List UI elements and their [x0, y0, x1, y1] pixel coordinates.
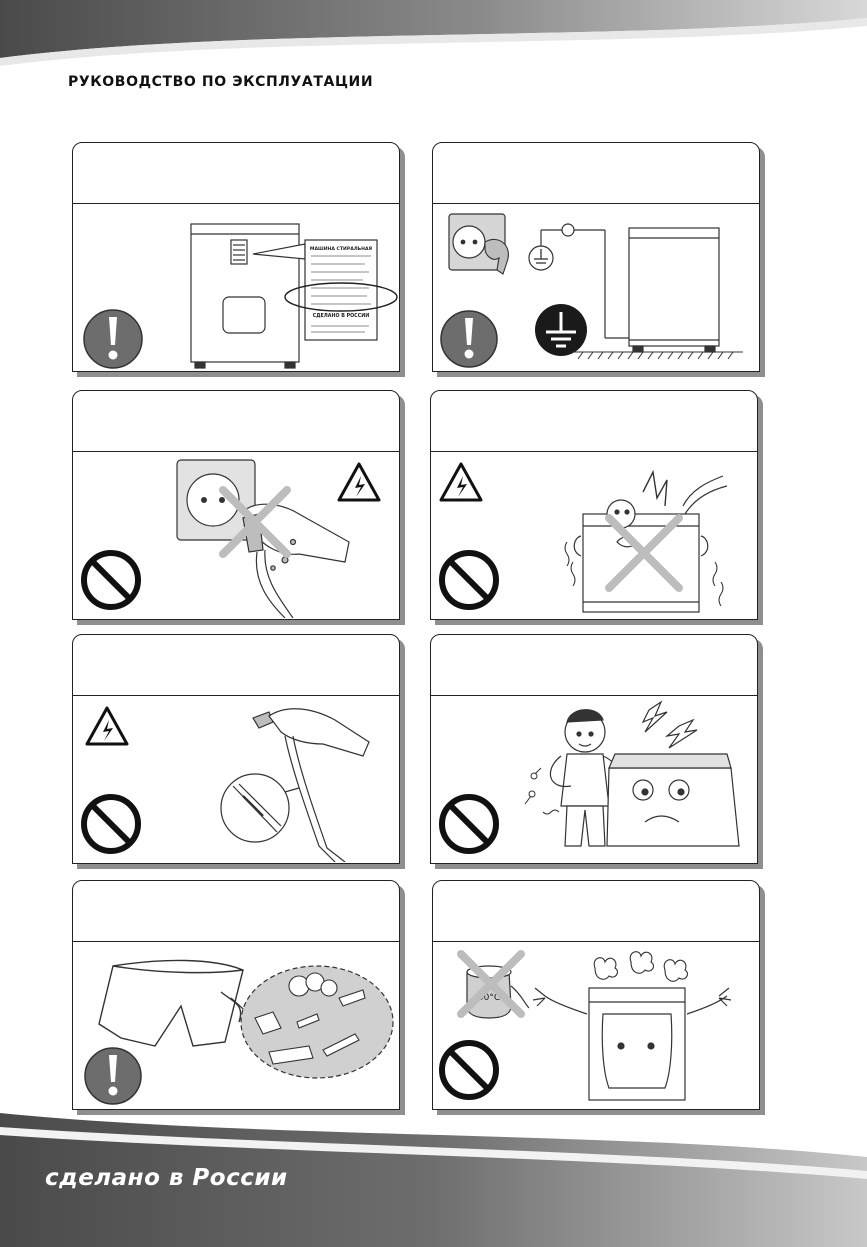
panel-header [73, 635, 399, 696]
panel-illustration [73, 452, 399, 618]
panel-illustration [431, 696, 757, 862]
cross-mark-icon [605, 514, 683, 592]
wall-socket-illustration [176, 459, 256, 541]
high-voltage-icon [337, 462, 381, 502]
high-voltage-icon [85, 706, 129, 746]
switch-node [561, 223, 575, 237]
pocket-items-callout [240, 965, 394, 1079]
panel-electric-shock-person [430, 634, 758, 864]
bottom-decorative-band [0, 1113, 867, 1247]
panel-header [73, 391, 399, 452]
cross-mark-icon [457, 950, 525, 1018]
shorts-illustration [98, 959, 244, 1047]
lightning-icon [641, 700, 698, 749]
panel-illustration [433, 204, 759, 370]
label-origin: СДЕЛАНО В РОССИИ [313, 313, 370, 319]
panel-grounding [432, 142, 760, 372]
panel-empty-pockets [72, 880, 400, 1110]
panel-water-splash [430, 390, 758, 620]
panel-illustration: 50°C [433, 942, 759, 1108]
floor-hatching [573, 351, 743, 360]
ground-symbol-large [535, 304, 587, 356]
callout-pointer [284, 787, 300, 793]
footer-brand-text: сделано в России [45, 1165, 288, 1191]
panel-damaged-cord [72, 634, 400, 864]
prohibition-icon [439, 550, 499, 610]
panel-header [433, 881, 759, 942]
cross-mark-icon [219, 486, 291, 558]
hand-with-plug-illustration [252, 708, 370, 862]
prohibition-icon [81, 550, 141, 610]
panel-illustration [431, 452, 757, 618]
wet-hand-illustration [242, 503, 350, 618]
unhappy-machine-illustration [606, 753, 740, 847]
panel-illustration [73, 942, 399, 1108]
prohibition-icon [81, 794, 141, 854]
prohibition-icon [439, 1040, 499, 1100]
page-title: РУКОВОДСТВО ПО ЭКСПЛУАТАЦИИ [68, 74, 374, 90]
falling-screws [524, 767, 560, 815]
splash-lines [564, 541, 724, 607]
rating-label-callout [304, 239, 378, 341]
exclamation-icon [84, 1047, 142, 1105]
washing-machine-illustration [573, 469, 728, 613]
panel-header [73, 143, 399, 204]
panel-wet-hands-plug [72, 390, 400, 620]
steam-puffs [593, 951, 688, 982]
exclamation-icon [440, 310, 498, 368]
top-decorative-band [0, 0, 867, 66]
washing-machine-illustration [190, 223, 300, 369]
panel-hot-water: 50°C [432, 880, 760, 1110]
prohibition-icon [439, 794, 499, 854]
person-illustration [549, 709, 619, 847]
kettle-temperature: 50°C [478, 993, 500, 1003]
wall-socket-illustration [448, 213, 509, 275]
panel-header [73, 881, 399, 942]
panel-header [433, 143, 759, 204]
exclamation-icon [83, 309, 143, 369]
panel-header [431, 635, 757, 696]
distressed-machine-illustration [532, 987, 732, 1101]
panel-rating-label: МАШИНА СТИРАЛЬНАЯ СДЕЛАНО В РОССИИ [72, 142, 400, 372]
label-title: МАШИНА СТИРАЛЬНАЯ [310, 246, 373, 252]
panel-illustration: МАШИНА СТИРАЛЬНАЯ СДЕЛАНО В РОССИИ [73, 204, 399, 370]
panel-illustration [73, 696, 399, 862]
washing-machine-illustration [628, 227, 720, 353]
high-voltage-icon [439, 462, 483, 502]
cord-detail-callout [220, 773, 290, 843]
ground-symbol-small [528, 245, 554, 271]
panel-header [431, 391, 757, 452]
